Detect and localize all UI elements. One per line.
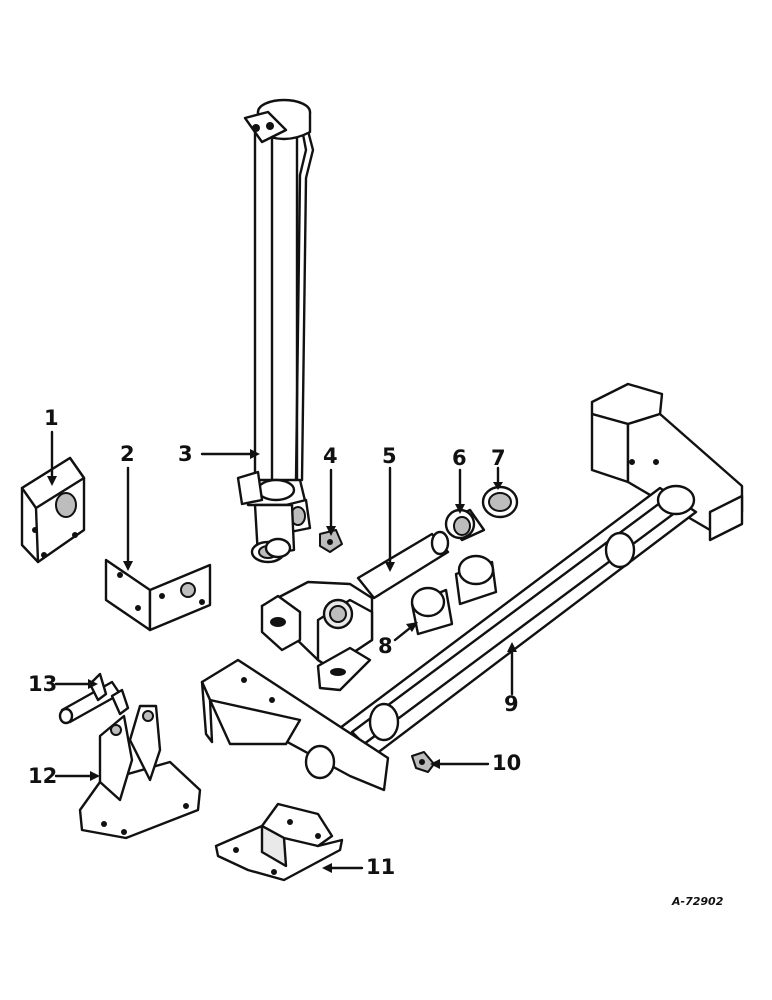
part-13-pin <box>58 672 130 725</box>
part-8-bearings <box>410 554 498 636</box>
callout-7: 7 <box>491 446 506 470</box>
callout-12: 12 <box>28 764 58 788</box>
part-5-pin <box>356 530 450 600</box>
part-1-bracket <box>20 456 86 564</box>
part-10-screw <box>411 751 435 773</box>
callout-10: 10 <box>492 751 522 775</box>
callout-11: 11 <box>366 855 396 879</box>
callout-4: 4 <box>323 444 338 468</box>
callout-9: 9 <box>504 692 519 716</box>
callout-3: 3 <box>178 442 193 466</box>
drawing-number: A-72902 <box>672 895 724 908</box>
leader-lines <box>47 430 517 873</box>
part-6-bushing <box>444 508 486 542</box>
callout-8: 8 <box>378 634 393 658</box>
yoke-clevis <box>260 580 374 692</box>
callout-2: 2 <box>120 442 135 466</box>
leader-8 <box>393 626 412 642</box>
part-9-frame <box>200 382 744 792</box>
part-3-hydraulic-cylinder <box>236 98 315 564</box>
callout-6: 6 <box>452 446 467 470</box>
part-2-angle-bracket <box>104 558 212 632</box>
part-7-ring <box>481 485 519 519</box>
callout-5: 5 <box>382 444 397 468</box>
callout-13: 13 <box>28 672 58 696</box>
callout-1: 1 <box>44 406 59 430</box>
part-12-mounting-bracket <box>78 704 202 840</box>
part-11-clamp <box>214 802 344 882</box>
